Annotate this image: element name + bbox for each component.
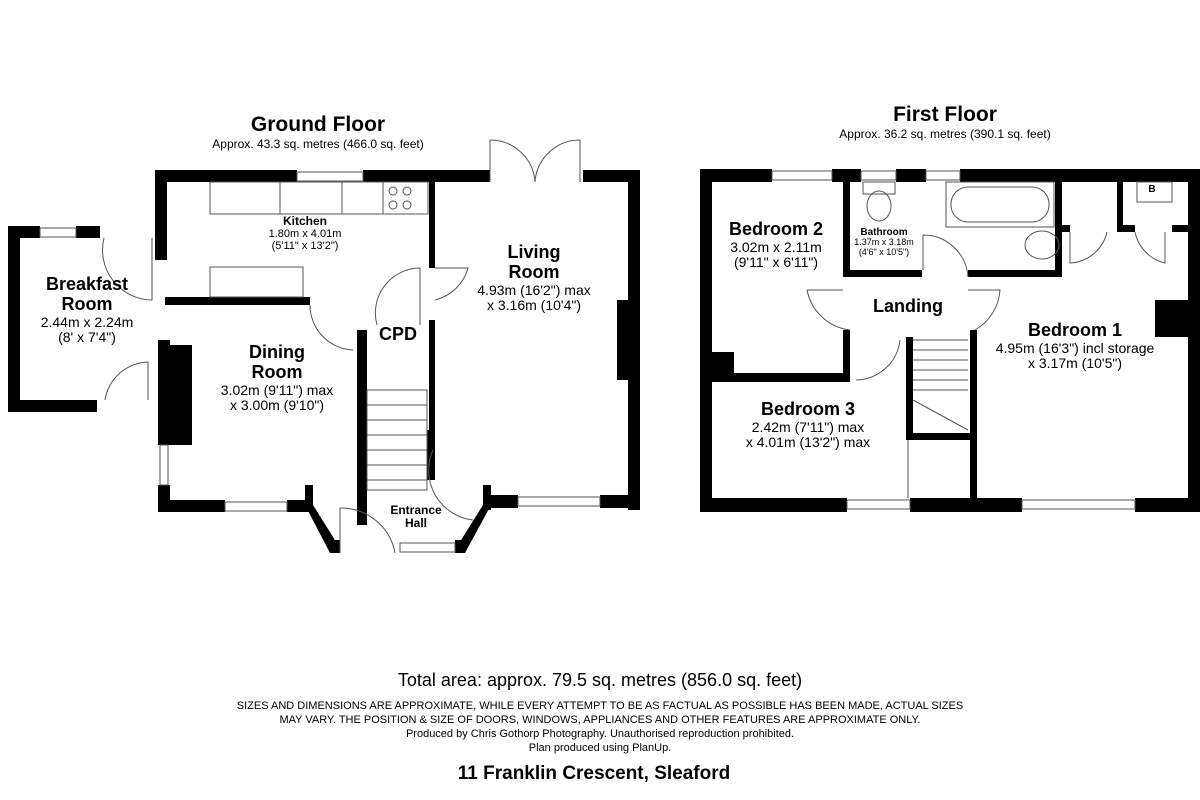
bedroom-3-label: Bedroom 3 2.42m (7'11") max x 4.01m (13'… — [745, 399, 871, 451]
room-dims: x 3.17m (10'5") — [1027, 355, 1123, 372]
credit-line: Produced by Chris Gothorp Photography. U… — [405, 728, 795, 740]
room-name: Bedroom 3 — [760, 399, 856, 419]
first-floor-area: Approx. 36.2 sq. metres (390.1 sq. feet) — [839, 127, 1051, 141]
room-name: Room — [251, 361, 303, 382]
room-name: Entrance — [390, 503, 442, 517]
ground-floor-area: Approx. 43.3 sq. metres (466.0 sq. feet) — [212, 137, 424, 151]
room-dims: (9'11" x 6'11") — [733, 254, 819, 271]
ground-floor-fittings — [39, 139, 601, 554]
breakfast-room-label: Breakfast Room 2.44m x 2.24m (8' x 7'4") — [40, 274, 134, 345]
kitchen-label: Kitchen 1.80m x 4.01m (5'11" x 13'2") — [268, 214, 342, 253]
room-dims: (8' x 7'4") — [58, 328, 116, 345]
living-room-label: Living Room 4.93m (16'2") max x 3.16m (1… — [477, 242, 591, 313]
disclaimer-line: MAY VARY. THE POSITION & SIZE OF DOORS, … — [279, 714, 921, 726]
room-name: Bathroom — [860, 227, 908, 238]
room-name: Bedroom 1 — [1027, 320, 1123, 340]
disclaimer-line: SIZES AND DIMENSIONS ARE APPROXIMATE, WH… — [236, 700, 964, 712]
bathroom-label: Bathroom 1.37m x 3.18m (4'6" x 10'5") — [854, 227, 914, 258]
entrance-hall-label: Entrance Hall — [390, 503, 442, 531]
room-dims: 3.02m (9'11") max — [220, 381, 334, 398]
room-dims: 4.93m (16'2") max — [477, 281, 591, 298]
total-area: Total area: approx. 79.5 sq. metres (856… — [397, 670, 803, 690]
room-dims: (4'6" x 10'5") — [858, 246, 910, 257]
first-floor-fittings — [771, 170, 1173, 510]
bedroom-1-label: Bedroom 1 4.95m (16'3") incl storage x 3… — [995, 320, 1155, 372]
boiler-label: B — [1148, 184, 1156, 195]
bedroom-2-label: Bedroom 2 3.02m x 2.11m (9'11" x 6'11") — [728, 219, 824, 271]
room-name: Hall — [404, 516, 428, 531]
credit-line: Plan produced using PlanUp. — [528, 742, 672, 754]
room-dims: x 3.00m (9'10") — [229, 396, 324, 413]
room-name: Breakfast — [45, 274, 129, 294]
ground-floor-walls — [8, 170, 640, 553]
room-dims: 3.02m x 2.11m — [730, 238, 822, 255]
dining-room-label: Dining Room 3.02m (9'11") max x 3.00m (9… — [220, 342, 334, 413]
ground-floor-title: Ground Floor — [250, 113, 386, 136]
cpd-label: CPD — [378, 324, 418, 344]
room-name: Room — [61, 293, 113, 314]
room-dims: x 4.01m (13'2") max — [745, 434, 871, 451]
first-floor-title: First Floor — [893, 103, 997, 126]
room-dims: (5'11" x 13'2") — [271, 240, 339, 253]
room-name: Bedroom 2 — [728, 219, 824, 239]
room-dims: 4.95m (16'3") incl storage — [995, 339, 1155, 356]
room-name: Dining — [249, 342, 305, 362]
room-dims: 2.44m x 2.24m — [40, 313, 134, 330]
room-name: Living — [507, 242, 561, 262]
room-dims: 1.37m x 3.18m — [854, 237, 914, 247]
room-name: Room — [508, 261, 560, 282]
room-dims: 2.42m (7'11") max — [751, 418, 865, 435]
room-dims: x 3.16m (10'4") — [486, 296, 581, 313]
property-address: 11 Franklin Crescent, Sleaford — [457, 763, 731, 784]
room-name: Kitchen — [282, 214, 328, 228]
first-floor-walls — [700, 169, 1200, 512]
room-dims: 1.80m x 4.01m — [268, 228, 342, 241]
landing-label: Landing — [873, 296, 943, 316]
